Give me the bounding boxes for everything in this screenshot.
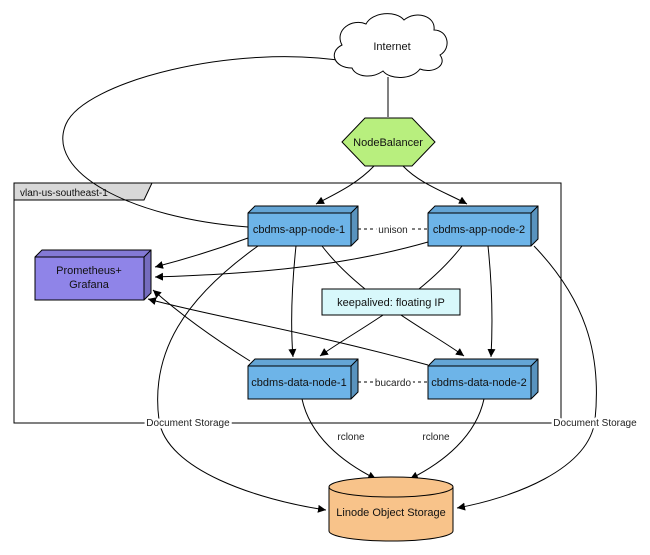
- monitoring-fold-lines: [35, 249, 152, 300]
- edge-data-node-1-to-object-storage: [301, 398, 377, 480]
- monitoring-label-line1: Prometheus+: [56, 265, 122, 277]
- data-node-1-box: [247, 358, 359, 400]
- document-storage-left-edge-label: Document Storage: [146, 418, 230, 429]
- edge-data-node-2-to-monitoring: [147, 297, 429, 366]
- node-object-storage: Linode Object Storage: [328, 476, 454, 542]
- data-node-2-box: [427, 358, 539, 400]
- edge-app-node-2-to-data-node-2: [487, 245, 496, 358]
- node-data-node-1: cbdms-data-node-1: [247, 358, 359, 400]
- node-app-node-1: cbdms-app-node-1: [247, 205, 359, 247]
- edge-nodebalancer-to-app-node-1: [315, 165, 375, 205]
- data-node-2-side-face: [531, 359, 538, 399]
- edge-app-node-1-to-internet: [62, 56, 351, 228]
- edge-data-node-1-to-monitoring: [152, 289, 251, 362]
- edge-app-node-1-to-monitoring: [154, 237, 249, 269]
- vlan-label: vlan-us-southeast-1: [20, 188, 108, 199]
- app-node-2-top-face: [428, 206, 538, 213]
- vlan-label-tab: [13, 182, 153, 201]
- bucardo-edge-label: bucardo: [375, 378, 412, 389]
- data-node-1-label: cbdms-data-node-1: [251, 377, 346, 389]
- unison-edge-label: unison: [378, 225, 407, 236]
- app-node-2-side-face: [531, 206, 538, 246]
- monitoring-top-face: [35, 250, 151, 257]
- edge-app-node-2-to-monitoring: [154, 241, 429, 281]
- edge-nodebalancer-to-app-node-2: [402, 165, 468, 205]
- node-data-node-2: cbdms-data-node-2: [427, 358, 539, 400]
- data-node-1-top-face: [248, 359, 358, 366]
- internet-label: Internet: [373, 41, 410, 53]
- app-node-1-label: cbdms-app-node-1: [253, 224, 345, 236]
- object-storage-label: Linode Object Storage: [336, 507, 445, 519]
- app-node-1-top-face: [248, 206, 358, 213]
- node-nodebalancer: NodeBalancer: [341, 117, 436, 167]
- app-node-1-fold-lines: [248, 205, 359, 246]
- data-node-1-side-face: [351, 359, 358, 399]
- app-node-2-box: [427, 205, 539, 247]
- node-vlan: vlan-us-southeast-1: [13, 182, 562, 424]
- edge-app-node-1-to-object-storage: [157, 245, 327, 513]
- data-node-2-label: cbdms-data-node-2: [431, 377, 526, 389]
- data-node-2-fold-lines: [428, 358, 539, 399]
- edge-app-node-1-to-data-node-1: [288, 245, 297, 358]
- app-node-1-side-face: [351, 206, 358, 246]
- app-node-1-box: [247, 205, 359, 247]
- keepalived-box: [321, 288, 461, 316]
- nodebalancer-label: NodeBalancer: [353, 137, 423, 149]
- rclone-right-edge-label: rclone: [422, 432, 450, 443]
- node-keepalived: keepalived: floating IP: [321, 288, 461, 316]
- keepalived-label: keepalived: floating IP: [337, 297, 445, 309]
- node-monitoring: Prometheus+ Grafana: [34, 249, 152, 301]
- edge-data-node-2-to-object-storage: [409, 398, 485, 480]
- object-storage-top: [328, 476, 454, 498]
- document-storage-right-edge-label: Document Storage: [553, 418, 637, 429]
- rclone-left-edge-label: rclone: [337, 432, 365, 443]
- internet-cloud: [333, 13, 448, 78]
- edge-labels: unison bucardo rclone rclone Document St…: [144, 223, 640, 446]
- monitoring-label-line2: Grafana: [69, 279, 110, 291]
- app-node-2-label: cbdms-app-node-2: [433, 224, 525, 236]
- data-node-1-fold-lines: [248, 358, 359, 399]
- object-storage-body: [328, 487, 454, 542]
- app-node-2-fold-lines: [428, 205, 539, 246]
- monitoring-side-face: [144, 250, 151, 300]
- node-internet: Internet: [333, 13, 448, 78]
- data-node-2-top-face: [428, 359, 538, 366]
- monitoring-box: [34, 249, 152, 301]
- edge-app-node-2-to-object-storage: [456, 245, 597, 511]
- vlan-border: [13, 182, 562, 424]
- node-app-node-2: cbdms-app-node-2: [427, 205, 539, 247]
- nodebalancer-hexagon: [341, 117, 436, 167]
